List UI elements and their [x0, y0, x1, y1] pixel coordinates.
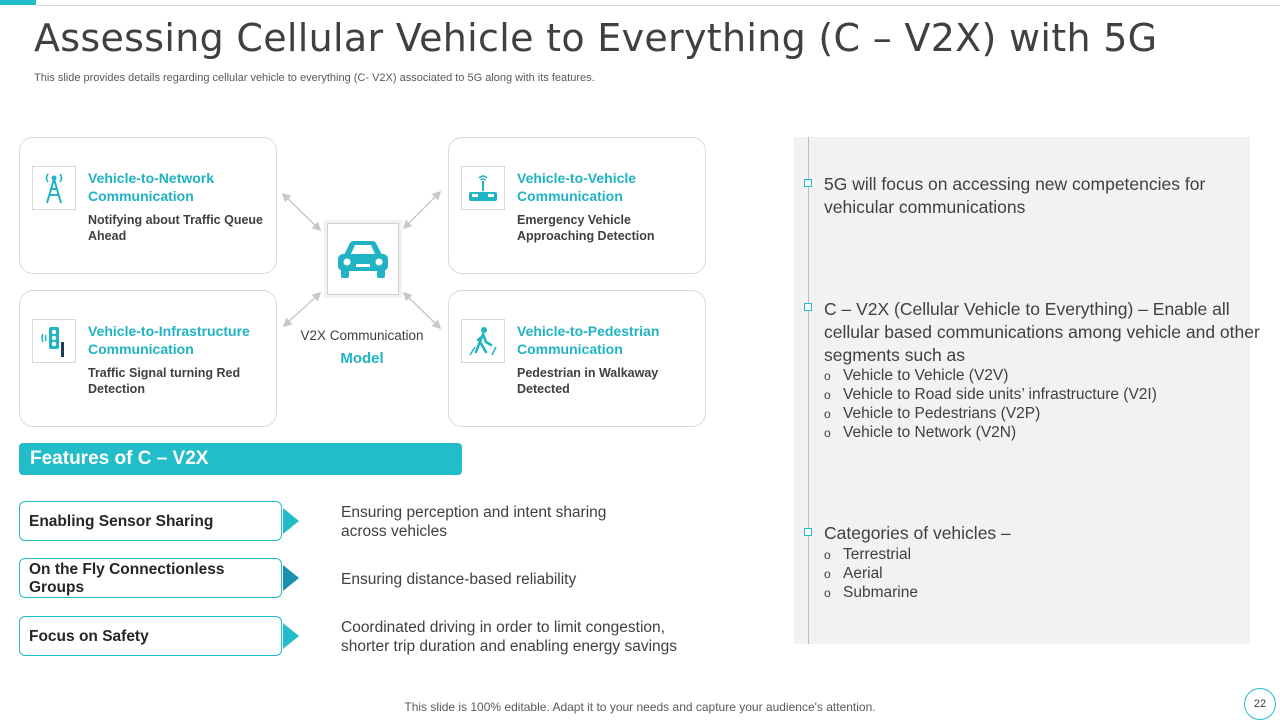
- feature-description: Coordinated driving in order to limit co…: [341, 619, 678, 655]
- cell-tower-icon: [32, 166, 76, 210]
- card-vehicle-to-vehicle: Vehicle-to-Vehicle Communication Emergen…: [448, 137, 706, 274]
- feature-label: Focus on Safety: [29, 628, 149, 645]
- traffic-signal-icon: [32, 319, 76, 363]
- bullet-square-icon: [804, 179, 812, 187]
- card-title: Vehicle-to-Network Communication: [88, 170, 215, 204]
- top-rule: [36, 5, 1280, 6]
- feature-label: Enabling Sensor Sharing: [29, 513, 214, 530]
- card-vehicle-to-network: Vehicle-to-Network Communication Notifyi…: [19, 137, 277, 274]
- page-subtitle: This slide provides details regarding ce…: [34, 72, 595, 84]
- card-vehicle-to-infrastructure: Vehicle-to-Infrastructure Communication …: [19, 290, 277, 427]
- panel-bullet-text: 5G will focus on accessing new competenc…: [824, 174, 1206, 217]
- bullet-square-icon: [804, 303, 812, 311]
- feature-arrow: [283, 623, 299, 649]
- car-icon: [327, 223, 399, 295]
- panel-divider: [808, 137, 809, 644]
- feature-description: Ensuring distance-based reliability: [341, 571, 577, 588]
- feature-focus-on-safety: Focus on Safety: [19, 616, 282, 656]
- pedestrian-crossing-icon: [461, 319, 505, 363]
- model-sublabel: Model: [340, 350, 384, 367]
- feature-description: Ensuring perception and intent sharing a…: [341, 504, 607, 540]
- feature-label: On the Fly Connectionless Groups: [29, 561, 225, 596]
- feature-arrow: [283, 565, 299, 591]
- page-title: Assessing Cellular Vehicle to Everything…: [34, 16, 1158, 60]
- card-description: Notifying about Traffic Queue Ahead: [88, 213, 264, 243]
- card-title: Vehicle-to-Pedestrian Communication: [517, 323, 660, 357]
- connected-vehicles-icon: [461, 166, 505, 210]
- features-heading: Features of C – V2X: [30, 448, 209, 469]
- card-title: Vehicle-to-Vehicle Communication: [517, 170, 637, 204]
- feature-connectionless-groups: On the Fly Connectionless Groups: [19, 558, 282, 598]
- footer-note: This slide is 100% editable. Adapt it to…: [404, 700, 876, 714]
- features-heading-bar: Features of C – V2X: [19, 443, 462, 475]
- card-description: Emergency Vehicle Approaching Detection: [517, 213, 655, 243]
- info-panel: [794, 137, 1250, 644]
- feature-sensor-sharing: Enabling Sensor Sharing: [19, 501, 282, 541]
- card-description: Traffic Signal turning Red Detection: [88, 366, 241, 396]
- bullet-square-icon: [804, 528, 812, 536]
- card-description: Pedestrian in Walkaway Detected: [517, 366, 659, 396]
- feature-arrow: [283, 508, 299, 534]
- card-vehicle-to-pedestrian: Vehicle-to-Pedestrian Communication Pede…: [448, 290, 706, 427]
- panel-bullet-text: C – V2X (Cellular Vehicle to Everything)…: [824, 299, 1260, 365]
- top-accent-bar: [0, 0, 36, 5]
- panel-bullet-text: Categories of vehicles –: [824, 523, 1011, 543]
- card-title: Vehicle-to-Infrastructure Communication: [88, 323, 250, 357]
- model-label: V2X Communication: [300, 328, 424, 343]
- page-number: 22: [1244, 688, 1276, 720]
